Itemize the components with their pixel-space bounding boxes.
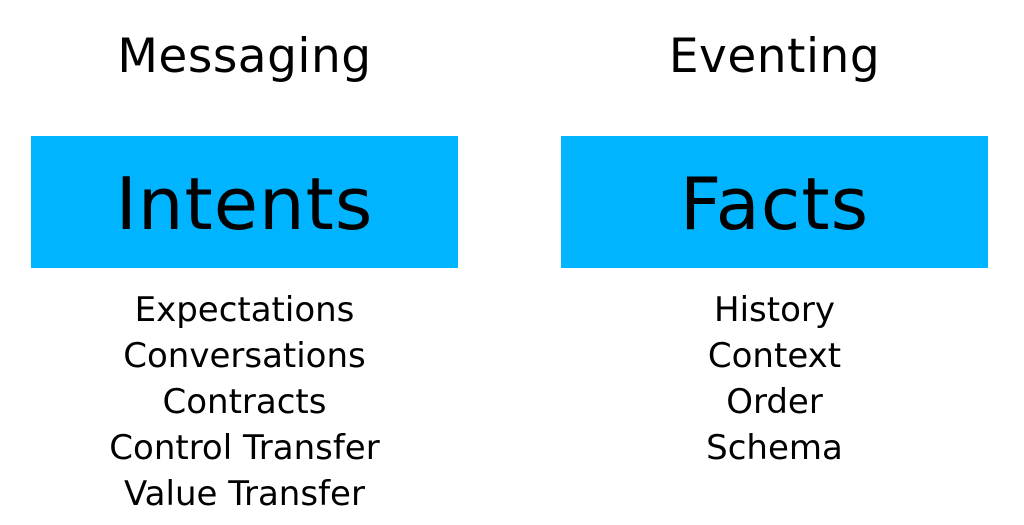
list-item: Contracts bbox=[162, 382, 327, 422]
list-item: History bbox=[714, 290, 835, 330]
facts-box-label: Facts bbox=[679, 162, 870, 246]
list-item: Context bbox=[707, 336, 842, 376]
list-item: Expectations bbox=[134, 290, 355, 330]
eventing-heading: Eventing bbox=[668, 29, 881, 84]
list-item: Schema bbox=[706, 428, 843, 468]
list-item: Value Transfer bbox=[124, 474, 365, 514]
list-item: Order bbox=[726, 382, 823, 422]
messaging-heading: Messaging bbox=[117, 29, 372, 84]
intents-box-label: Intents bbox=[115, 162, 374, 246]
intents-box: Intents bbox=[31, 136, 458, 268]
list-item: Control Transfer bbox=[109, 428, 380, 468]
eventing-list: History Context Order Schema bbox=[501, 287, 1024, 471]
list-item: Conversations bbox=[123, 336, 366, 376]
messaging-list: Expectations Conversations Contracts Con… bbox=[0, 287, 518, 517]
facts-box: Facts bbox=[561, 136, 988, 268]
